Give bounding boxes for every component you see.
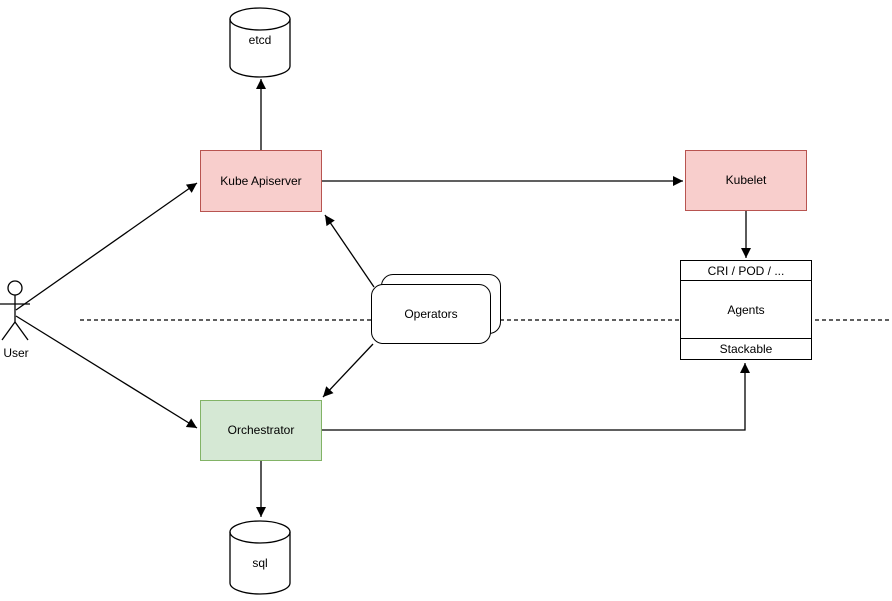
actor-right-leg <box>14 321 29 341</box>
agents-stack-header: CRI / POD / ... <box>681 261 811 281</box>
user-label: User <box>3 346 29 360</box>
edge-operators-to-orchestrator <box>322 343 374 398</box>
node-kube-apiserver[interactable]: Kube Apiserver <box>200 150 322 212</box>
node-orchestrator[interactable]: Orchestrator <box>200 400 322 461</box>
edge-operators-to-apiserver <box>324 214 375 288</box>
edge-user-to-apiserver <box>15 182 198 311</box>
cylinder-lip <box>229 531 291 544</box>
etcd-label: etcd <box>248 33 272 47</box>
actor-left-leg <box>1 321 16 341</box>
node-kube-apiserver-label: Kube Apiserver <box>220 173 302 188</box>
node-operators[interactable]: Operators <box>371 284 491 344</box>
agents-stack-footer: Stackable <box>681 338 811 359</box>
cylinder-body <box>229 7 291 78</box>
cylinder-lip <box>229 18 291 31</box>
edge-orchestrator-to-stackable <box>322 363 750 431</box>
node-operators-label: Operators <box>404 306 458 321</box>
sql-label: sql <box>252 556 268 570</box>
node-kubelet-label: Kubelet <box>725 173 767 188</box>
agents-stack-footer-label: Stackable <box>719 342 773 356</box>
sql-cylinder-shape[interactable] <box>229 520 291 595</box>
node-agents-stack[interactable]: CRI / POD / ... Agents Stackable <box>680 260 812 360</box>
agents-stack-body: Agents <box>681 281 811 338</box>
edge-user-to-orchestrator <box>15 315 198 429</box>
user-actor-shape[interactable] <box>0 280 30 341</box>
cylinder-body <box>229 520 291 595</box>
node-orchestrator-label: Orchestrator <box>227 423 295 438</box>
actor-head <box>7 280 23 296</box>
node-kubelet[interactable]: Kubelet <box>685 150 807 211</box>
etcd-cylinder-shape[interactable] <box>229 7 291 78</box>
agents-stack-body-label: Agents <box>727 302 765 317</box>
agents-stack-header-label: CRI / POD / ... <box>707 263 785 278</box>
